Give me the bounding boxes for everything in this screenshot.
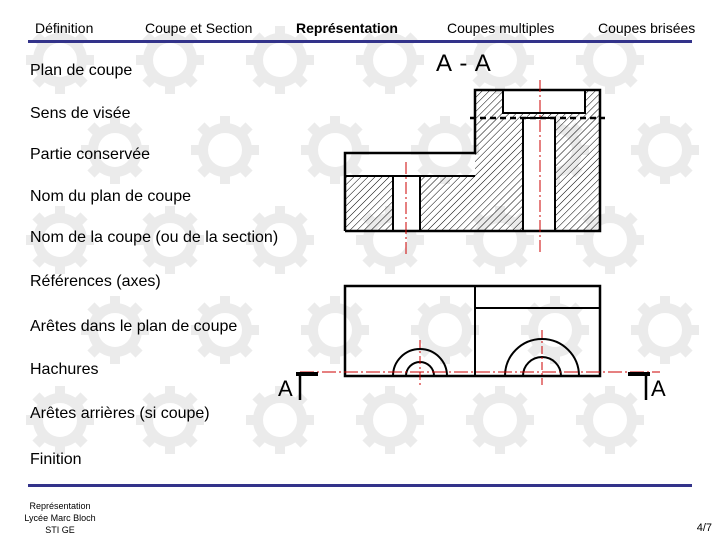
cutting-plane-label-right: A [651, 376, 666, 401]
item-partie-conservee[interactable]: Partie conservée [30, 146, 151, 163]
bore-right-outline [522, 117, 556, 232]
item-aretes-arrieres[interactable]: Arêtes arrières (si coupe) [30, 405, 210, 422]
item-nom-de-la-coupe[interactable]: Nom de la coupe (ou de la section) [30, 229, 279, 246]
item-references-axes[interactable]: Références (axes) [30, 273, 161, 290]
footer-line-2: Lycée Marc Bloch [24, 513, 96, 523]
bore-left-circle-outer [392, 348, 448, 377]
item-finition[interactable]: Finition [30, 451, 82, 468]
nav-item-coupes-brisees[interactable]: Coupes brisées [598, 20, 696, 36]
item-aretes-plan-de-coupe[interactable]: Arêtes dans le plan de coupe [30, 318, 238, 335]
hatch-left-block [345, 176, 393, 231]
item-sens-de-visee[interactable]: Sens de visée [30, 105, 131, 122]
footer-rule [28, 484, 692, 487]
item-nom-du-plan-de-coupe[interactable]: Nom du plan de coupe [30, 188, 191, 205]
nav-item-representation[interactable]: Représentation [296, 20, 398, 36]
footer-line-1: Représentation [29, 501, 91, 511]
footer-info: Représentation Lycée Marc Bloch STI GE [10, 500, 110, 536]
item-hachures[interactable]: Hachures [30, 361, 99, 378]
cutting-plane-label-left: A [278, 376, 293, 401]
nav-item-coupes-multiples[interactable]: Coupes multiples [447, 20, 555, 36]
section-view [343, 80, 605, 255]
hatch-middle-block [420, 176, 475, 231]
bore-right-circle-outer [504, 338, 580, 377]
footer-line-3: STI GE [45, 525, 75, 535]
top-view [296, 284, 660, 400]
page-number: 4/7 [696, 522, 712, 534]
counterbore-outline [502, 89, 586, 114]
header-rule [28, 40, 692, 43]
item-plan-de-coupe[interactable]: Plan de coupe [30, 62, 133, 79]
nav-item-definition[interactable]: Définition [35, 20, 94, 36]
top-view-outline [343, 284, 602, 378]
part-outline [343, 88, 602, 233]
nav-item-coupe-et-section[interactable]: Coupe et Section [145, 20, 253, 36]
section-view-title: A - A [436, 50, 492, 77]
